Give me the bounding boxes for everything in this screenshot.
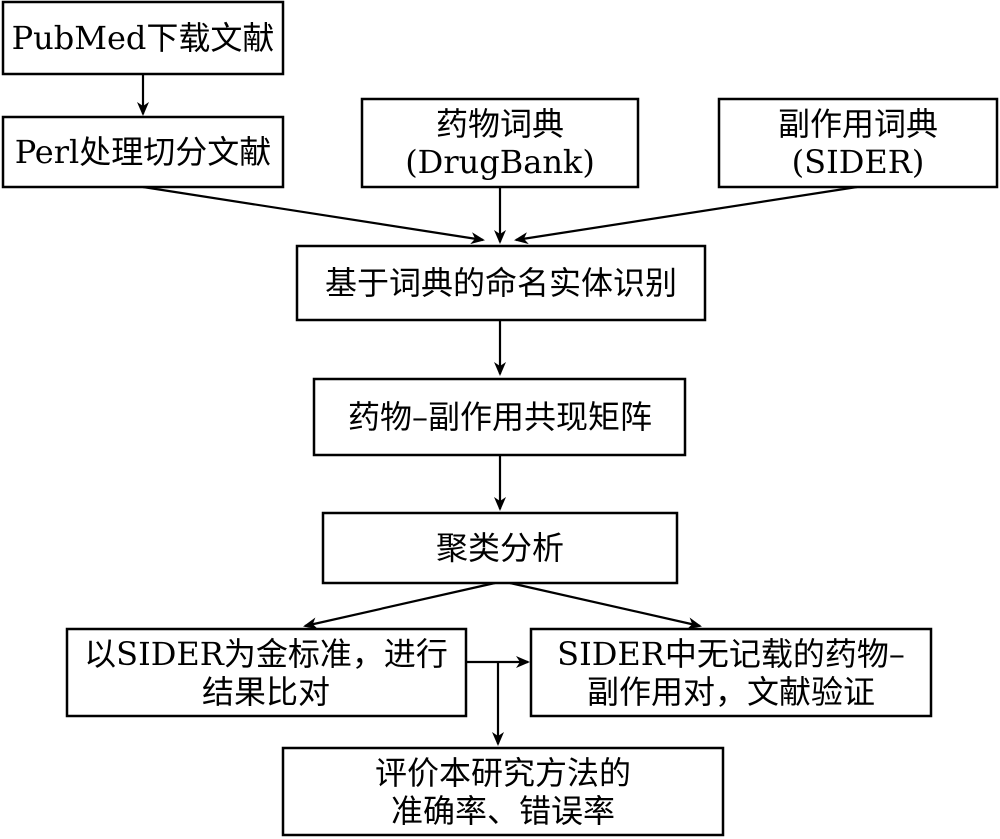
- edge-se-dict-to-ner: [514, 185, 858, 245]
- node-label: 副作用对，文献验证: [587, 673, 875, 711]
- edge-cluster-to-literature: [509, 581, 702, 630]
- node-label: (SIDER): [792, 143, 925, 181]
- node-label: 结果比对: [202, 673, 330, 711]
- node-label: 评价本研究方法的: [375, 754, 631, 792]
- node-drug-dictionary: 药物词典 (DrugBank): [360, 97, 640, 189]
- edge-perl-to-ner: [142, 185, 485, 245]
- edge-cluster-to-gold: [303, 581, 496, 630]
- node-side-effect-dictionary: 副作用词典 (SIDER): [717, 97, 999, 189]
- node-label: (DrugBank): [405, 143, 595, 181]
- node-dictionary-ner: 基于词典的命名实体识别: [295, 244, 707, 322]
- node-label: PubMed下载文献: [12, 19, 275, 57]
- node-label: 基于词典的命名实体识别: [325, 264, 677, 302]
- node-label: 药物–副作用共现矩阵: [348, 398, 652, 436]
- node-cluster-analysis: 聚类分析: [321, 511, 679, 585]
- node-evaluate-accuracy: 评价本研究方法的 准确率、错误率: [281, 746, 725, 837]
- node-label: Perl处理切分文献: [15, 133, 272, 171]
- node-label: 药物词典: [436, 105, 564, 143]
- node-label: SIDER中无记载的药物–: [557, 635, 905, 673]
- node-literature-validation: SIDER中无记载的药物– 副作用对，文献验证: [529, 627, 933, 718]
- node-cooccurrence-matrix: 药物–副作用共现矩阵: [312, 377, 687, 457]
- edges: [137, 74, 858, 746]
- node-pubmed-download: PubMed下载文献: [1, 0, 285, 76]
- node-perl-split: Perl处理切分文献: [1, 115, 285, 189]
- node-label: 副作用词典: [778, 105, 938, 143]
- node-label: 准确率、错误率: [391, 792, 615, 830]
- node-label: 以SIDER为金标准，进行: [84, 635, 448, 673]
- node-label: 聚类分析: [436, 529, 564, 567]
- node-gold-standard-comparison: 以SIDER为金标准，进行 结果比对: [65, 627, 468, 718]
